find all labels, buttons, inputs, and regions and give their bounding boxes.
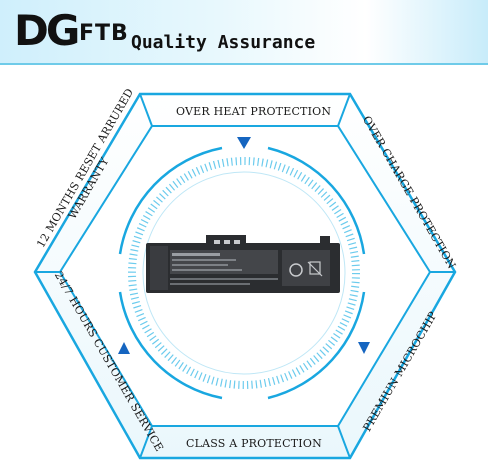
brand-logo-suffix: FTB	[79, 21, 129, 46]
hexagon-connectors	[35, 93, 455, 459]
header-banner	[0, 0, 488, 64]
marker-right-icon	[358, 342, 370, 354]
header-divider	[0, 63, 488, 65]
feature-label-bottom: CLASS A PROTECTION	[186, 437, 322, 450]
marker-left-icon	[118, 342, 130, 354]
tagline: Quality Assurance	[131, 32, 316, 53]
marker-top-icon	[237, 137, 251, 149]
tick-ring	[128, 157, 360, 389]
battery-image	[146, 235, 340, 293]
brand-logo: DG	[14, 6, 80, 55]
feature-label-top: OVER HEAT PROTECTION	[176, 105, 332, 118]
outer-arc-ring	[118, 146, 366, 400]
